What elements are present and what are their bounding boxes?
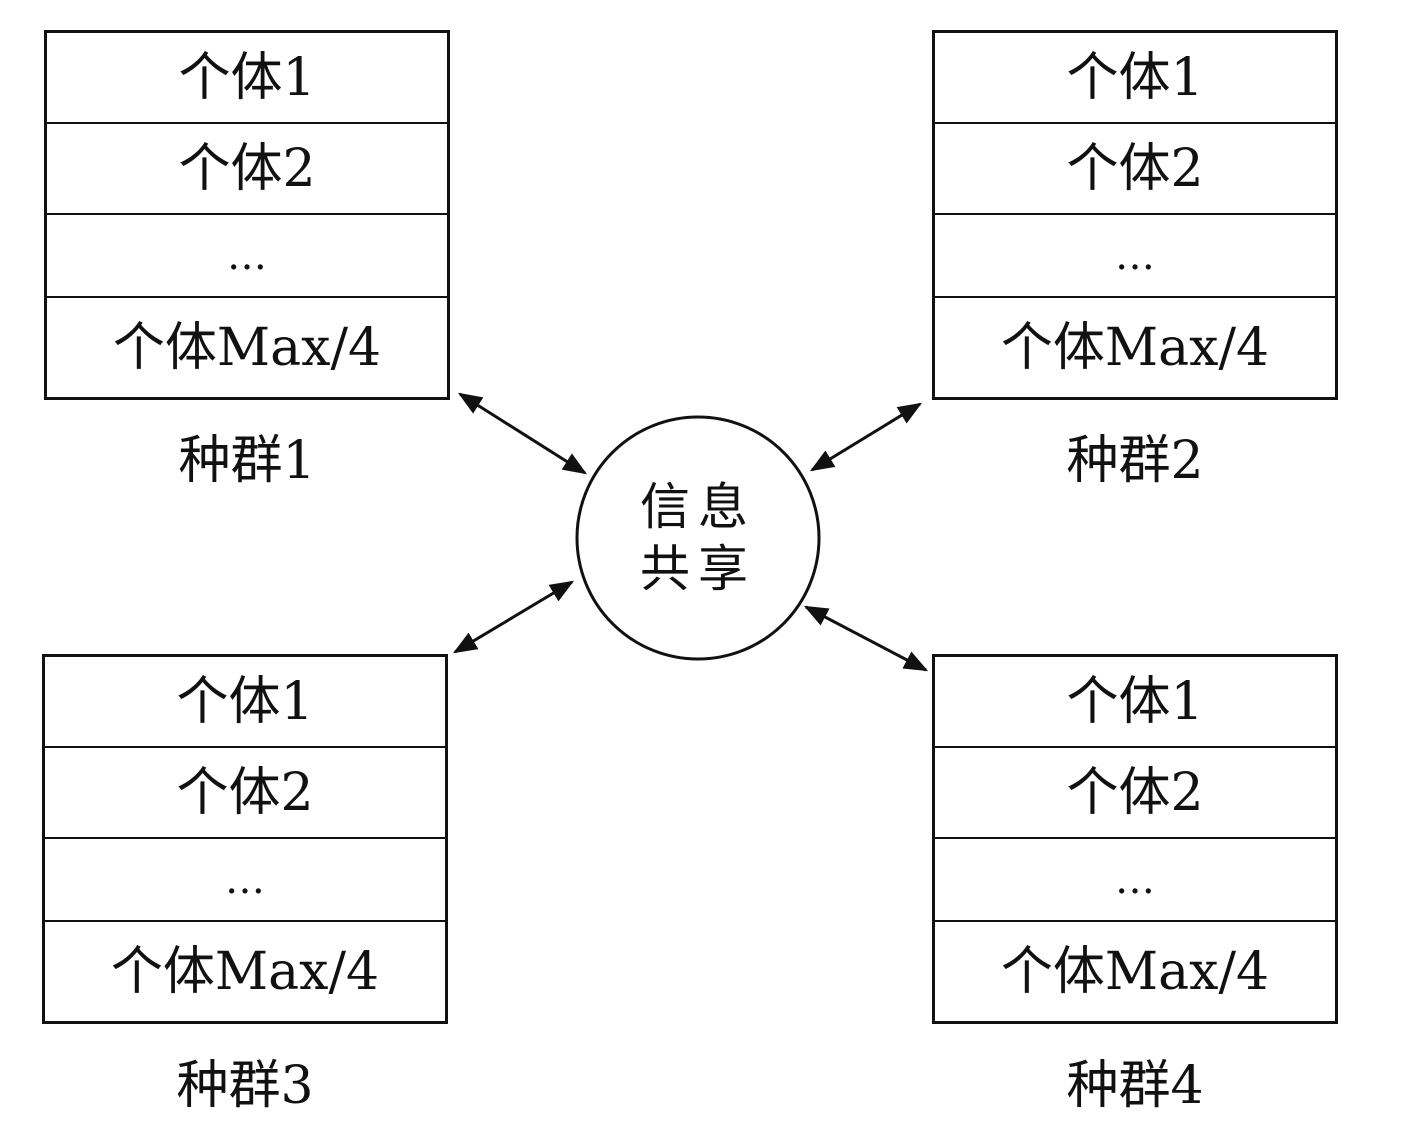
population-4-table: 个体1 个体2 … 个体Max/4: [932, 654, 1338, 1024]
hub-label-line2: 共享: [640, 540, 756, 598]
arrow-pop1-hub: [457, 392, 588, 475]
population-3-caption: 种群3: [176, 1056, 314, 1116]
individual-2-row: 个体2: [47, 124, 447, 215]
population-1-table: 个体1 个体2 … 个体Max/4: [44, 30, 450, 400]
individual-2-row: 个体2: [935, 124, 1335, 215]
individual-max-row: 个体Max/4: [1000, 941, 1270, 1002]
individual-2-row: 个体2: [45, 748, 445, 839]
population-1-caption: 种群1: [178, 431, 316, 491]
info-sharing-hub-label: 信息 共享: [577, 476, 819, 600]
individual-1-row: 个体1: [45, 657, 445, 748]
individual-max-row: 个体Max/4: [112, 317, 382, 378]
arrow-pop4-hub: [803, 605, 929, 672]
individual-2-row: 个体2: [935, 748, 1335, 839]
population-2-caption: 种群2: [1066, 431, 1204, 491]
individual-max-row: 个体Max/4: [1000, 317, 1270, 378]
ellipsis-row: …: [45, 839, 445, 922]
arrow-pop3-hub: [452, 580, 575, 654]
individual-1-row: 个体1: [935, 33, 1335, 124]
ellipsis-row: …: [935, 839, 1335, 922]
population-4-caption: 种群4: [1066, 1056, 1204, 1116]
individual-1-row: 个体1: [47, 33, 447, 124]
individual-1-row: 个体1: [935, 657, 1335, 748]
hub-label-line1: 信息: [640, 478, 756, 536]
population-2-table: 个体1 个体2 … 个体Max/4: [932, 30, 1338, 400]
ellipsis-row: …: [935, 215, 1335, 298]
info-sharing-hub-circle: [575, 415, 821, 661]
ellipsis-row: …: [47, 215, 447, 298]
individual-max-row: 个体Max/4: [110, 941, 380, 1002]
arrow-pop2-hub: [809, 402, 923, 472]
population-3-table: 个体1 个体2 … 个体Max/4: [42, 654, 448, 1024]
